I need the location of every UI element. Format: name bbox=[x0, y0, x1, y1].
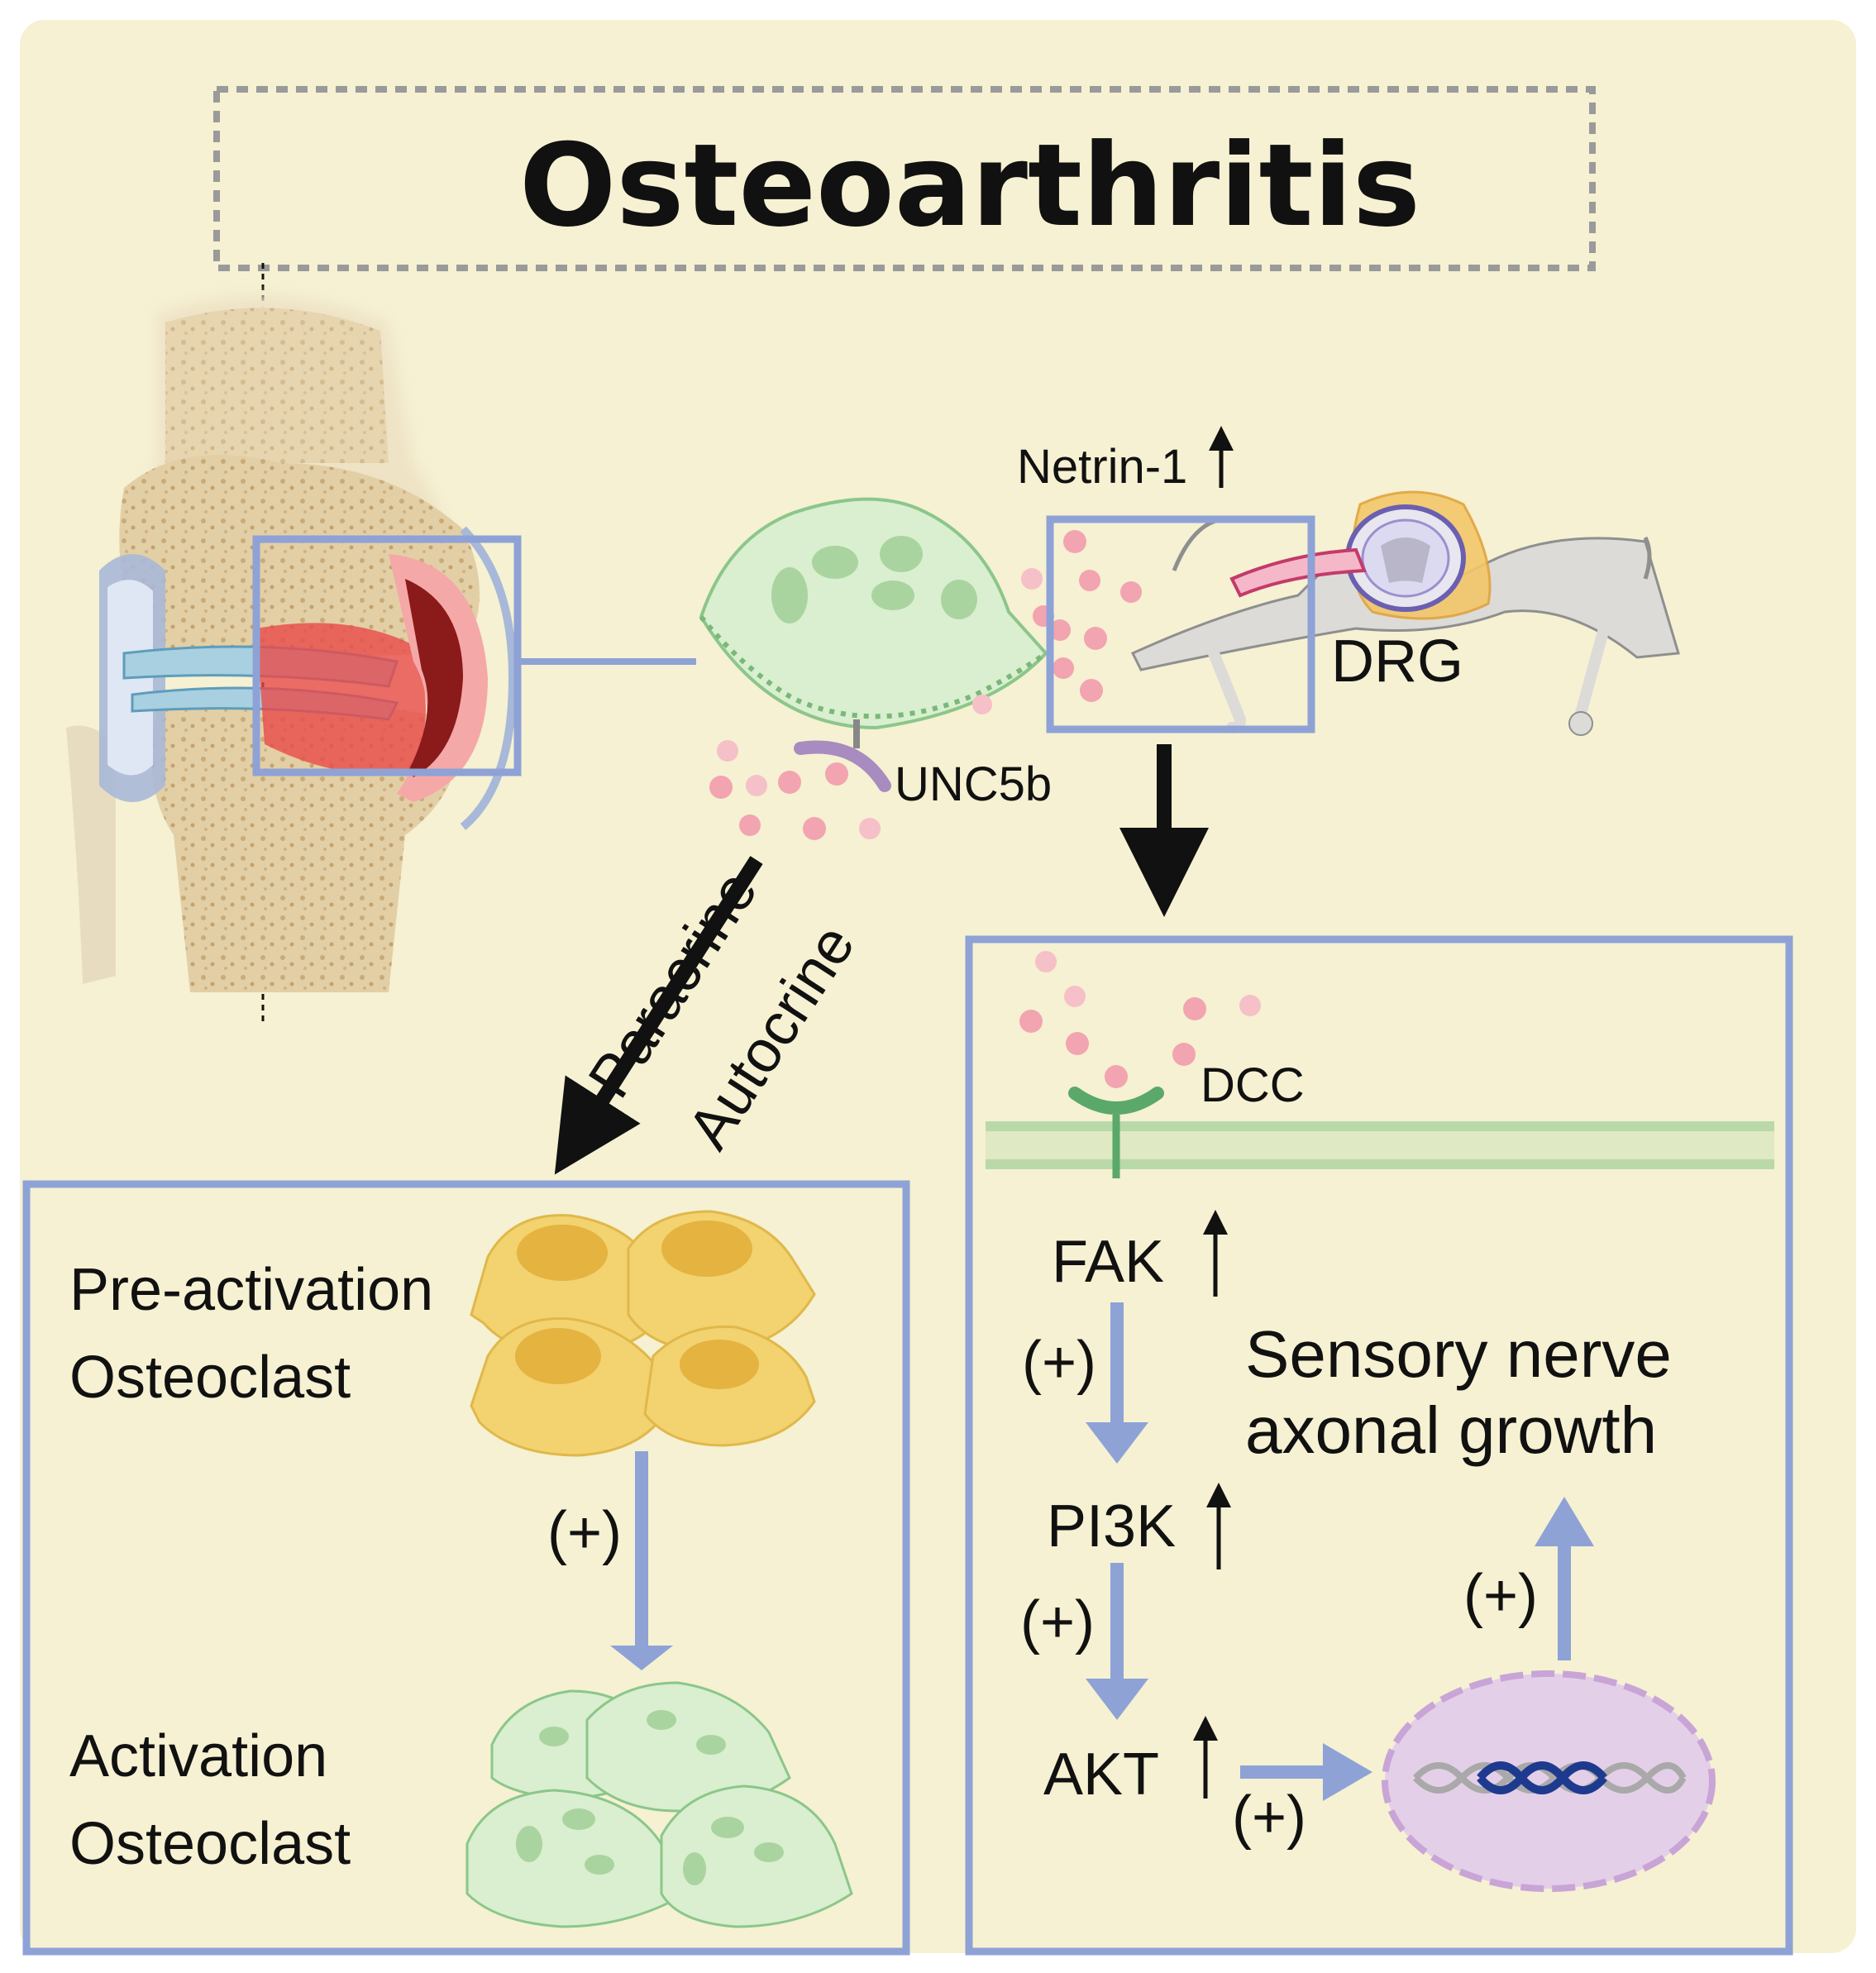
fak-pi3k-arrow-head bbox=[1086, 1422, 1148, 1464]
pi3k-label: PI3K bbox=[1047, 1493, 1177, 1560]
knee-zoom-frame bbox=[252, 535, 522, 776]
dcc-label: DCC bbox=[1201, 1058, 1305, 1112]
osteoclast-panel bbox=[22, 1180, 910, 1956]
akt-label: AKT bbox=[1043, 1741, 1160, 1808]
activation-label: Activation bbox=[69, 1723, 328, 1789]
netrin-particle-icon bbox=[1019, 951, 1261, 1088]
axonal-growth-label: axonal growth bbox=[1245, 1393, 1658, 1467]
receptor-icon bbox=[794, 719, 891, 792]
plus-label-pi3k: (+) bbox=[1020, 1589, 1095, 1655]
drg-zoom-frame bbox=[1046, 515, 1315, 733]
plus-label-activation: (+) bbox=[547, 1500, 622, 1566]
plus-label-akt: (+) bbox=[1232, 1784, 1306, 1851]
page-title: Osteoarthritis bbox=[519, 119, 1420, 252]
netrin-particle-icon bbox=[709, 530, 1142, 840]
dna-helix-icon bbox=[1413, 1761, 1687, 1794]
unc5b-label: UNC5b bbox=[895, 757, 1053, 811]
drg-label: DRG bbox=[1331, 628, 1463, 695]
fak-label: FAK bbox=[1052, 1229, 1165, 1295]
activation-osteoclast-label: Osteoclast bbox=[69, 1811, 351, 1877]
plus-label-growth: (+) bbox=[1463, 1563, 1538, 1629]
netrin-label: Netrin-1 bbox=[1017, 440, 1188, 494]
activation-arrow-head bbox=[610, 1646, 673, 1670]
nucleus-growth-arrow-head bbox=[1535, 1497, 1594, 1546]
sensory-nerve-label: Sensory nerve bbox=[1245, 1317, 1672, 1391]
paracrine-autocrine-arrow bbox=[554, 856, 763, 1175]
pre-activation-label: Pre-activation bbox=[69, 1257, 434, 1323]
pre-activation-osteoclast-label: Osteoclast bbox=[69, 1345, 351, 1411]
title-frame bbox=[213, 86, 1596, 271]
signaling-panel bbox=[965, 935, 1793, 1956]
pre-osteoclast-icon bbox=[470, 1210, 816, 1457]
plus-label-fak: (+) bbox=[1022, 1330, 1096, 1396]
osteoclast-icon bbox=[699, 497, 1048, 730]
akt-nucleus-arrow-head bbox=[1323, 1743, 1372, 1801]
pi3k-akt-arrow-head bbox=[1086, 1679, 1148, 1720]
dcc-receptor-icon bbox=[1068, 1087, 1164, 1178]
activated-osteoclast-icon bbox=[465, 1681, 853, 1928]
drg-neuron-icon bbox=[1130, 490, 1680, 736]
